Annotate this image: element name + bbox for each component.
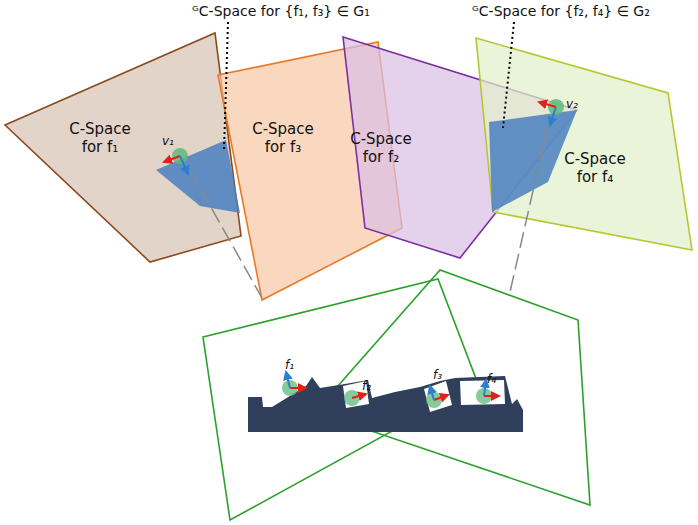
feature-label: f₁ xyxy=(285,358,294,372)
region-label: C-Space for f₄ xyxy=(555,150,635,186)
group-callout: ᴳC-Space for {f₁, f₃} ∈ G₁ xyxy=(192,3,370,19)
group-callout: ᴳC-Space for {f₂, f₄} ∈ G₂ xyxy=(472,3,650,19)
group-cspace xyxy=(489,110,577,212)
vertex-label: v₂ xyxy=(566,97,578,111)
region-outline xyxy=(5,33,241,262)
projection-line xyxy=(190,170,262,298)
vertex-label: v₁ xyxy=(162,134,174,148)
cspace-region: C-Space for f₁ xyxy=(5,33,241,262)
region-label: C-Space for f₃ xyxy=(243,120,323,156)
group-cspace xyxy=(156,140,240,213)
feature-frames xyxy=(282,372,499,408)
slot xyxy=(424,381,452,412)
feature-label: f₂ xyxy=(362,379,371,393)
region-label: C-Space for f₂ xyxy=(341,130,421,166)
projection-line xyxy=(510,125,548,292)
vertex-frames xyxy=(164,99,564,174)
leader-line xyxy=(224,22,228,150)
feature-label: f₃ xyxy=(433,368,442,382)
region-label: C-Space for f₁ xyxy=(60,120,140,156)
slot xyxy=(460,380,505,405)
leader-line xyxy=(503,22,514,128)
feature-label: f₄ xyxy=(487,372,496,386)
